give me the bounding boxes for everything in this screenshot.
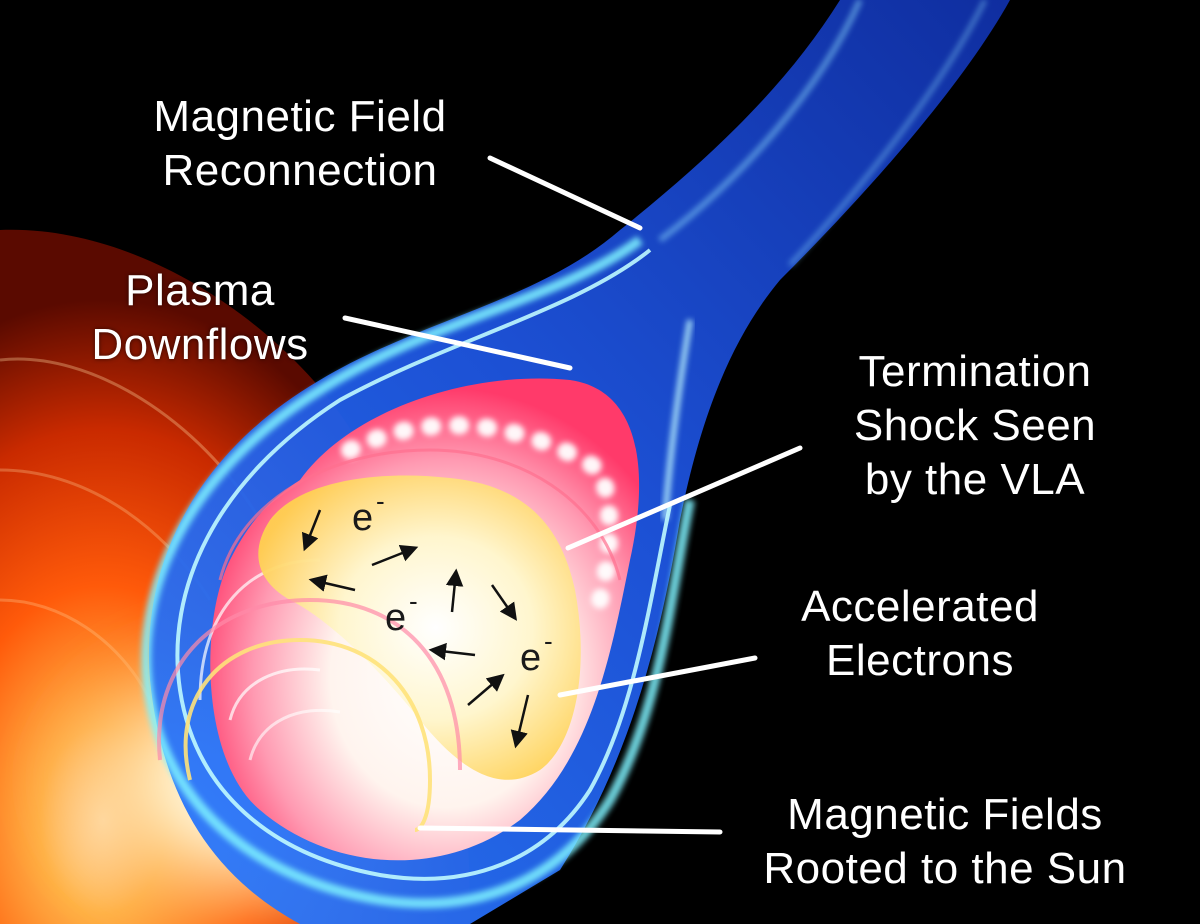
label-reconnection: Magnetic Field Reconnection (120, 90, 480, 198)
electron-arrow-8 (510, 694, 530, 749)
electron-arrow-7 (467, 673, 505, 706)
electron-label-1: e - (352, 486, 385, 539)
leader-rooted (417, 825, 723, 835)
label-rooted-line2: Rooted to the Sun (763, 844, 1127, 893)
label-downflows-line1: Plasma (125, 266, 275, 315)
label-downflows-line2: Downflows (91, 320, 309, 369)
electron-arrow-5 (490, 584, 518, 621)
svg-text:-: - (409, 586, 418, 616)
label-rooted-line1: Magnetic Fields (787, 790, 1103, 839)
label-reconnection-line1: Magnetic Field (153, 92, 447, 141)
svg-text:e: e (520, 637, 541, 679)
electron-arrow-6 (428, 642, 476, 661)
electron-label-3: e - (520, 626, 553, 679)
label-accelerated: Accelerated Electrons (770, 580, 1070, 688)
label-reconnection-line2: Reconnection (162, 146, 438, 195)
label-termination: Termination Shock Seen by the VLA (830, 345, 1120, 507)
label-termination-line2: Shock Seen (853, 401, 1097, 450)
label-downflows: Plasma Downflows (70, 264, 330, 372)
svg-text:-: - (544, 626, 553, 656)
leader-lines (342, 155, 803, 835)
svg-text:-: - (376, 486, 385, 516)
label-termination-line1: Termination (858, 347, 1092, 396)
leader-accelerated (557, 655, 758, 698)
electron-arrow-1 (302, 509, 322, 552)
label-rooted: Magnetic Fields Rooted to the Sun (725, 788, 1165, 896)
electron-arrow-4 (445, 568, 464, 613)
rooted-field-loops (157, 597, 462, 832)
label-accelerated-line2: Electrons (826, 636, 1014, 685)
leader-reconnection (487, 155, 643, 231)
accelerated-electrons-region (258, 475, 581, 780)
leader-downflows (342, 315, 573, 371)
electron-label-2: e - (385, 586, 418, 639)
svg-text:e: e (352, 497, 373, 539)
label-termination-line3: by the VLA (864, 455, 1086, 504)
electron-arrow-3 (308, 574, 356, 592)
leader-termination (565, 445, 803, 551)
label-accelerated-line1: Accelerated (801, 582, 1039, 631)
electron-arrow-2 (371, 545, 419, 567)
svg-text:e: e (385, 597, 406, 639)
electron-motion-arrows (302, 509, 530, 749)
